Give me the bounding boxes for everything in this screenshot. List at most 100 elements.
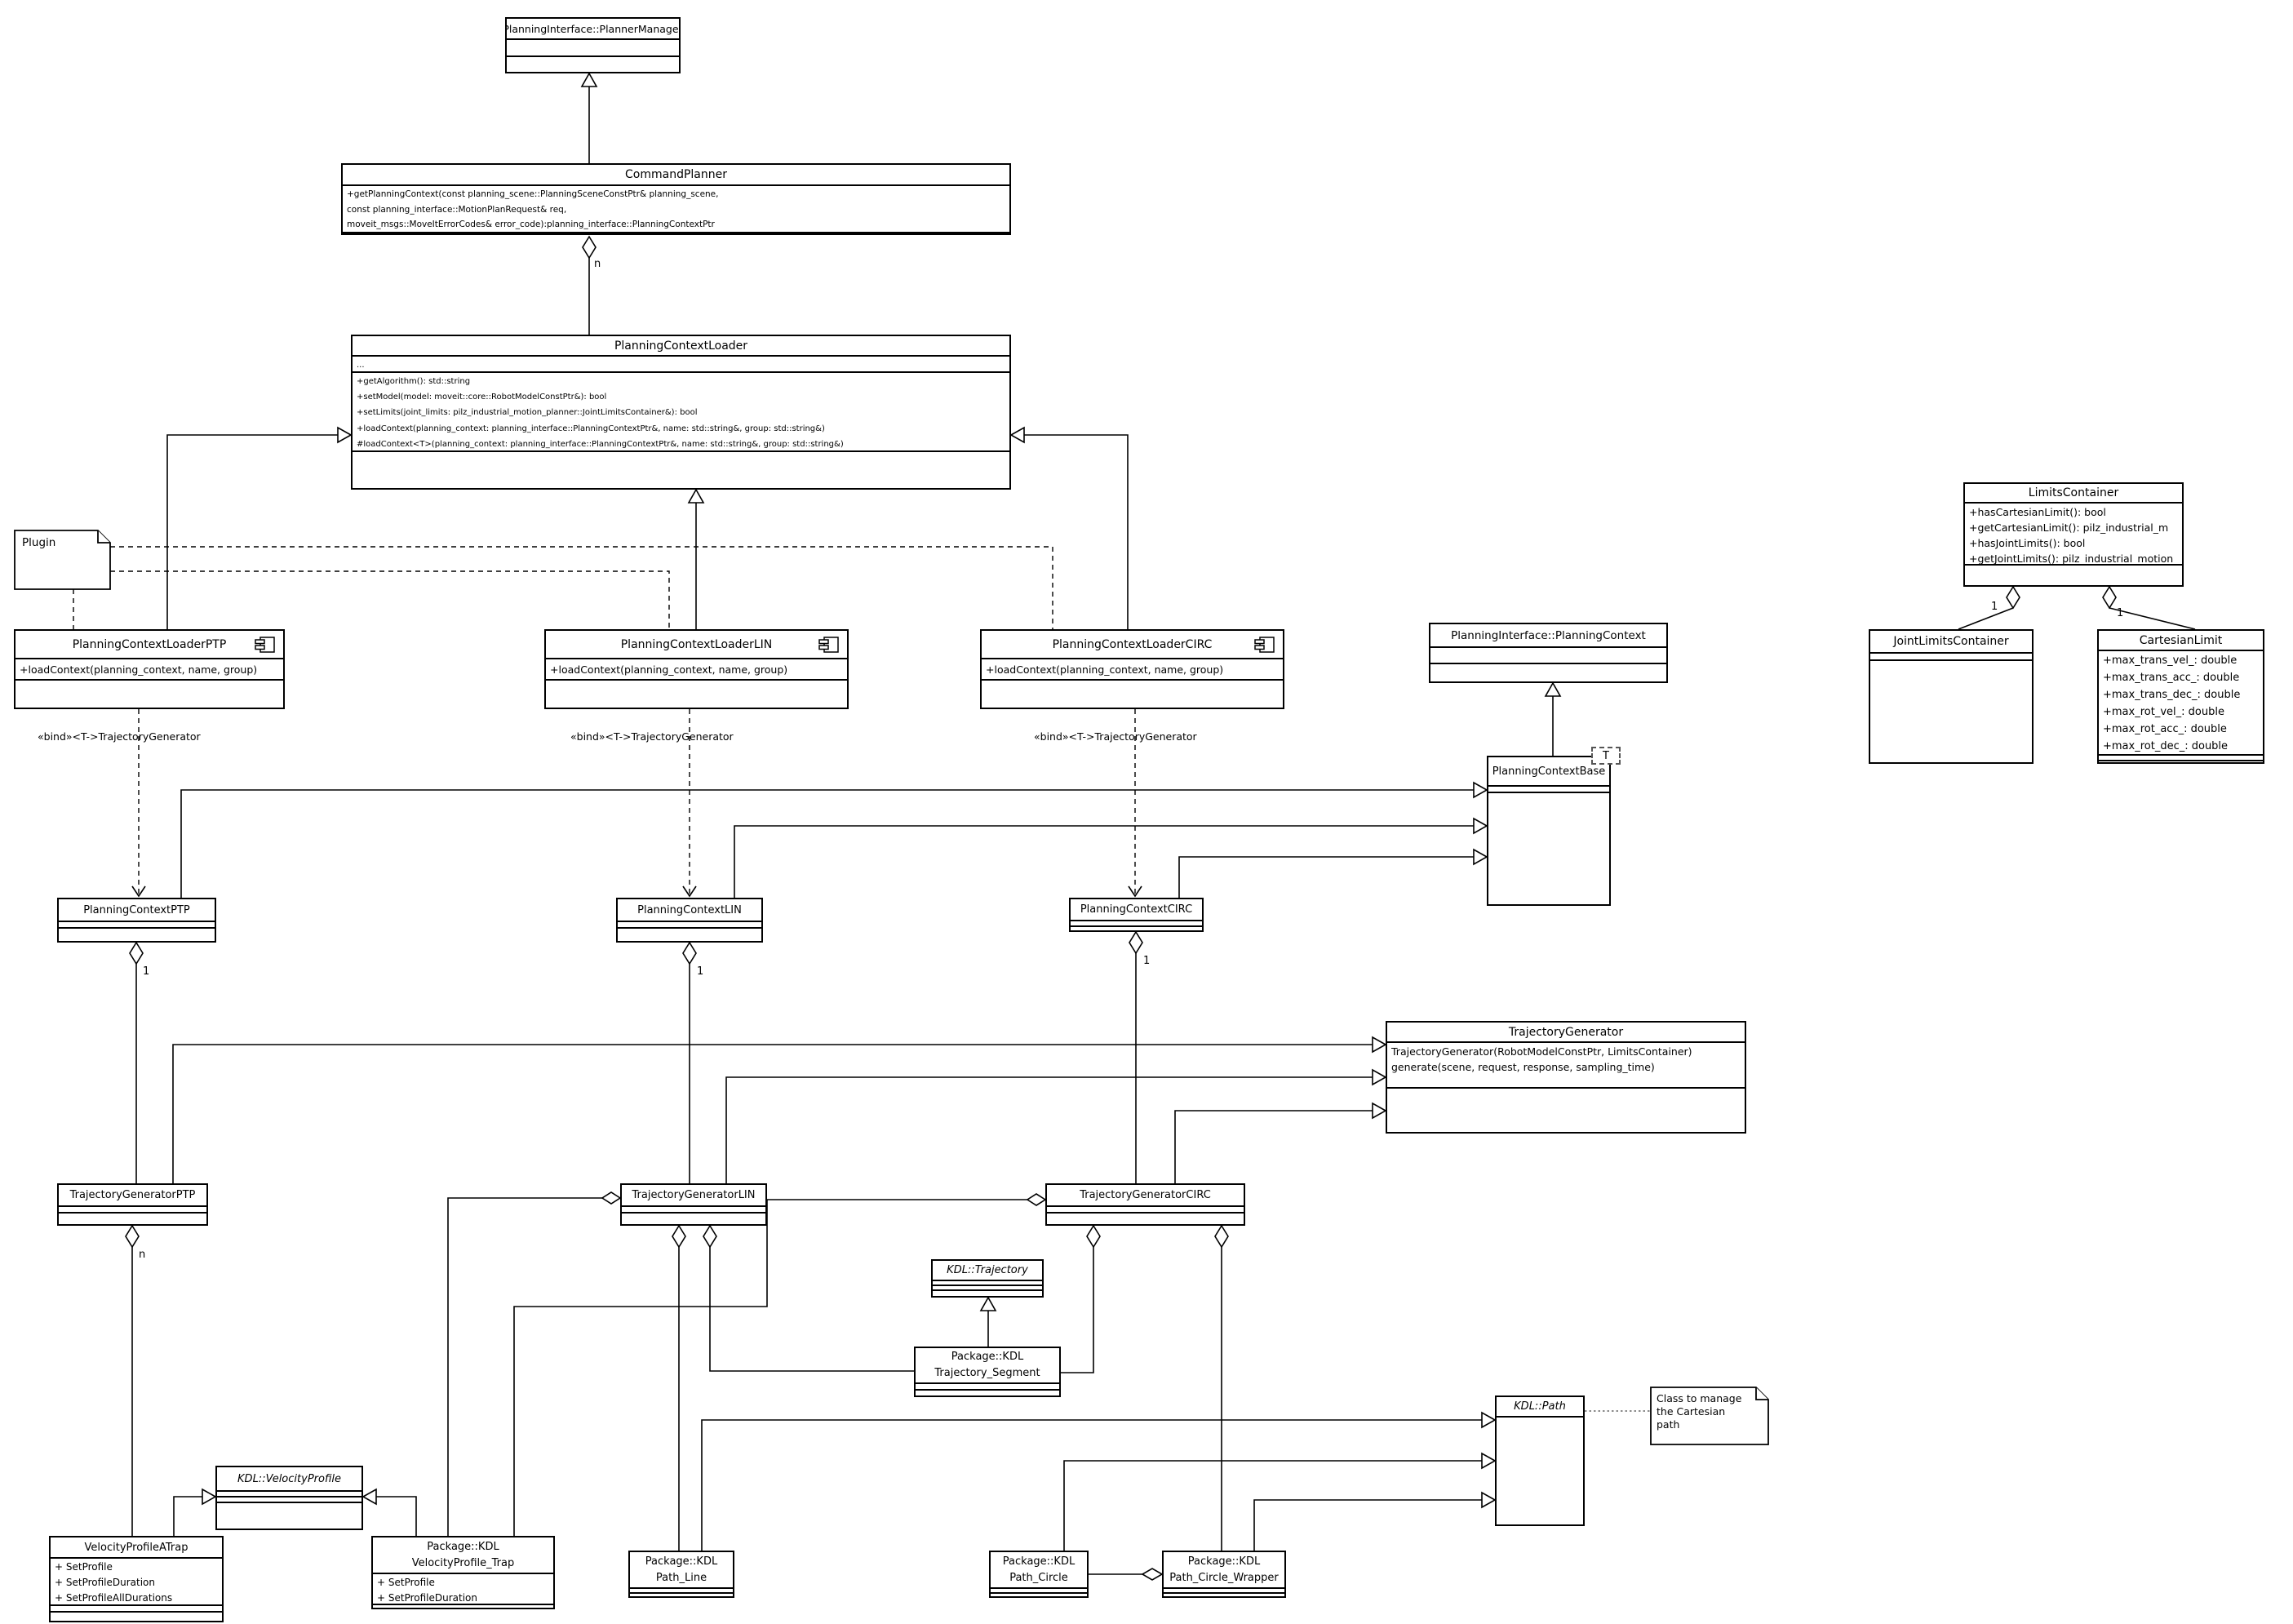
class-title: PlanningContextLoaderPTP xyxy=(72,637,227,651)
cartesian-note-fold xyxy=(1755,1387,1768,1400)
plugin-note-fold xyxy=(97,530,110,544)
gen-triangle-kdlpath-1 xyxy=(1481,1411,1497,1429)
edge-contextptp-to-contextbase xyxy=(180,789,1474,898)
methods-compartment xyxy=(59,927,215,941)
dependency-arrow-ptp xyxy=(131,885,146,898)
methods-compartment: +getAlgorithm(): std::string+setModel(mo… xyxy=(353,371,1009,450)
multiplicity-contextcirc: 1 xyxy=(1143,955,1151,967)
attributes-compartment xyxy=(1430,646,1666,663)
gen-triangle-plannermanager xyxy=(580,72,598,87)
class-loader-lin: PlanningContextLoaderLIN +loadContext(pl… xyxy=(544,629,849,709)
agg-diamond-wrapper xyxy=(1141,1568,1164,1581)
class-limits-container: LimitsContainer +hasCartesianLimit(): bo… xyxy=(1963,482,2184,587)
attributes-compartment xyxy=(630,1587,733,1592)
attributes-compartment xyxy=(1071,920,1202,925)
class-title: PlanningContextCIRC xyxy=(1080,903,1193,916)
methods-compartment xyxy=(622,1212,765,1224)
class-tg-lin: TrajectoryGeneratorLIN xyxy=(620,1183,767,1226)
empty-compartment xyxy=(343,232,1009,233)
methods-compartment: +loadContext(planning_context, name, gro… xyxy=(982,658,1283,679)
edge-tglin-agg-trap xyxy=(447,1197,602,1536)
agg-diamond-limits-right xyxy=(2102,585,2117,610)
edge-trap-to-kdlvelocityprofile xyxy=(376,1496,417,1536)
gen-triangle-base-3 xyxy=(1473,848,1488,866)
agg-diamond-commandplanner xyxy=(582,235,597,260)
empty-compartment xyxy=(1387,1087,1745,1132)
bind-label-ptp: «bind»<T->TrajectoryGenerator xyxy=(38,730,201,743)
methods-compartment xyxy=(1164,1592,1284,1596)
empty-compartment xyxy=(982,679,1283,708)
class-title: CommandPlanner xyxy=(625,168,727,181)
class-title: LimitsContainer xyxy=(2028,486,2119,499)
edge-tgcirc-agg-trap xyxy=(513,1199,1027,1536)
edge-tgcirc-agg-segment xyxy=(1061,1247,1094,1373)
class-title: PlanningContextLoaderCIRC xyxy=(1052,637,1213,651)
gen-triangle-kdlpath-2 xyxy=(1481,1452,1497,1470)
empty-compartment xyxy=(1497,1416,1583,1524)
class-title: PlanningContextLoader xyxy=(614,339,748,353)
class-planning-context-base: PlanningContextBase xyxy=(1487,756,1611,906)
gen-triangle-base-1 xyxy=(1473,781,1488,799)
attributes-compartment: ... xyxy=(353,355,1009,371)
class-title: PlanningContextLoaderLIN xyxy=(620,637,773,651)
attributes-compartment xyxy=(1870,652,2032,659)
empty-compartment xyxy=(2099,760,2263,762)
component-icon xyxy=(255,637,275,653)
gen-triangle-kdlvp-right xyxy=(361,1488,377,1506)
class-title: KDL::Path xyxy=(1514,1400,1566,1413)
class-title: CartesianLimit xyxy=(2139,633,2223,647)
agg-diamond-tglin-left xyxy=(601,1191,622,1205)
class-title: TrajectoryGenerator xyxy=(1508,1025,1624,1039)
empty-compartment xyxy=(546,679,847,708)
dependency-arrow-lin xyxy=(682,885,697,898)
component-icon xyxy=(818,637,839,653)
methods-compartment xyxy=(991,1592,1087,1596)
methods-compartment xyxy=(1047,1212,1244,1224)
template-parameter-box: T xyxy=(1591,747,1621,765)
cartesian-note-shape xyxy=(1650,1387,1769,1445)
agg-diamond-tgptp xyxy=(125,1224,140,1249)
agg-diamond-tgcirc-2 xyxy=(1214,1224,1229,1249)
gen-triangle-kdlvp-left xyxy=(202,1488,217,1506)
methods-compartment xyxy=(916,1389,1059,1395)
gen-triangle-planningcontext xyxy=(1544,681,1562,697)
edge-pathline-to-kdlpath xyxy=(701,1419,1482,1551)
edge-contextlin-to-contextbase xyxy=(734,825,1474,898)
class-title: PlanningContextBase xyxy=(1492,765,1606,778)
agg-diamond-contextcirc xyxy=(1129,930,1143,955)
class-tg-ptp: TrajectoryGeneratorPTP xyxy=(57,1183,208,1226)
empty-compartment xyxy=(933,1289,1042,1296)
attributes-compartment xyxy=(1164,1587,1284,1592)
methods-compartment xyxy=(1071,925,1202,930)
attributes-compartment: +max_trans_vel_: double+max_trans_acc_: … xyxy=(2099,650,2263,754)
attributes-compartment xyxy=(59,921,215,927)
gen-triangle-loader-bottom xyxy=(687,488,705,504)
empty-compartment-2 xyxy=(51,1611,222,1621)
attributes-compartment xyxy=(507,38,679,55)
edge-pathcircle-to-kdlpath xyxy=(1063,1460,1482,1551)
methods-compartment: +getPlanningContext(const planning_scene… xyxy=(343,184,1009,232)
class-context-lin: PlanningContextLIN xyxy=(616,898,763,943)
class-planning-context-interface: PlanningInterface::PlanningContext xyxy=(1429,623,1668,683)
class-kdl-trajectory: KDL::Trajectory xyxy=(931,1259,1044,1298)
methods-compartment xyxy=(217,1496,361,1502)
methods-compartment: + SetProfile+ SetProfileDuration xyxy=(373,1573,553,1604)
edge-atrap-to-kdlvelocityprofile xyxy=(173,1496,202,1536)
multiplicity-jointlimits: 1 xyxy=(1991,601,1998,613)
class-title: KDL::VelocityProfile xyxy=(237,1472,341,1485)
multiplicity-contextlin: 1 xyxy=(697,965,704,978)
empty-compartment xyxy=(51,1604,222,1611)
class-planning-context-loader: PlanningContextLoader ... +getAlgorithm(… xyxy=(351,335,1011,490)
class-title: TrajectoryGeneratorPTP xyxy=(69,1189,196,1201)
gen-triangle-kdlpath-3 xyxy=(1481,1491,1497,1509)
class-context-circ: PlanningContextCIRC xyxy=(1069,898,1204,932)
class-title: TrajectoryGeneratorCIRC xyxy=(1080,1189,1211,1201)
class-velocity-profile-atrap: VelocityProfileATrap + SetProfile+ SetPr… xyxy=(49,1536,224,1622)
